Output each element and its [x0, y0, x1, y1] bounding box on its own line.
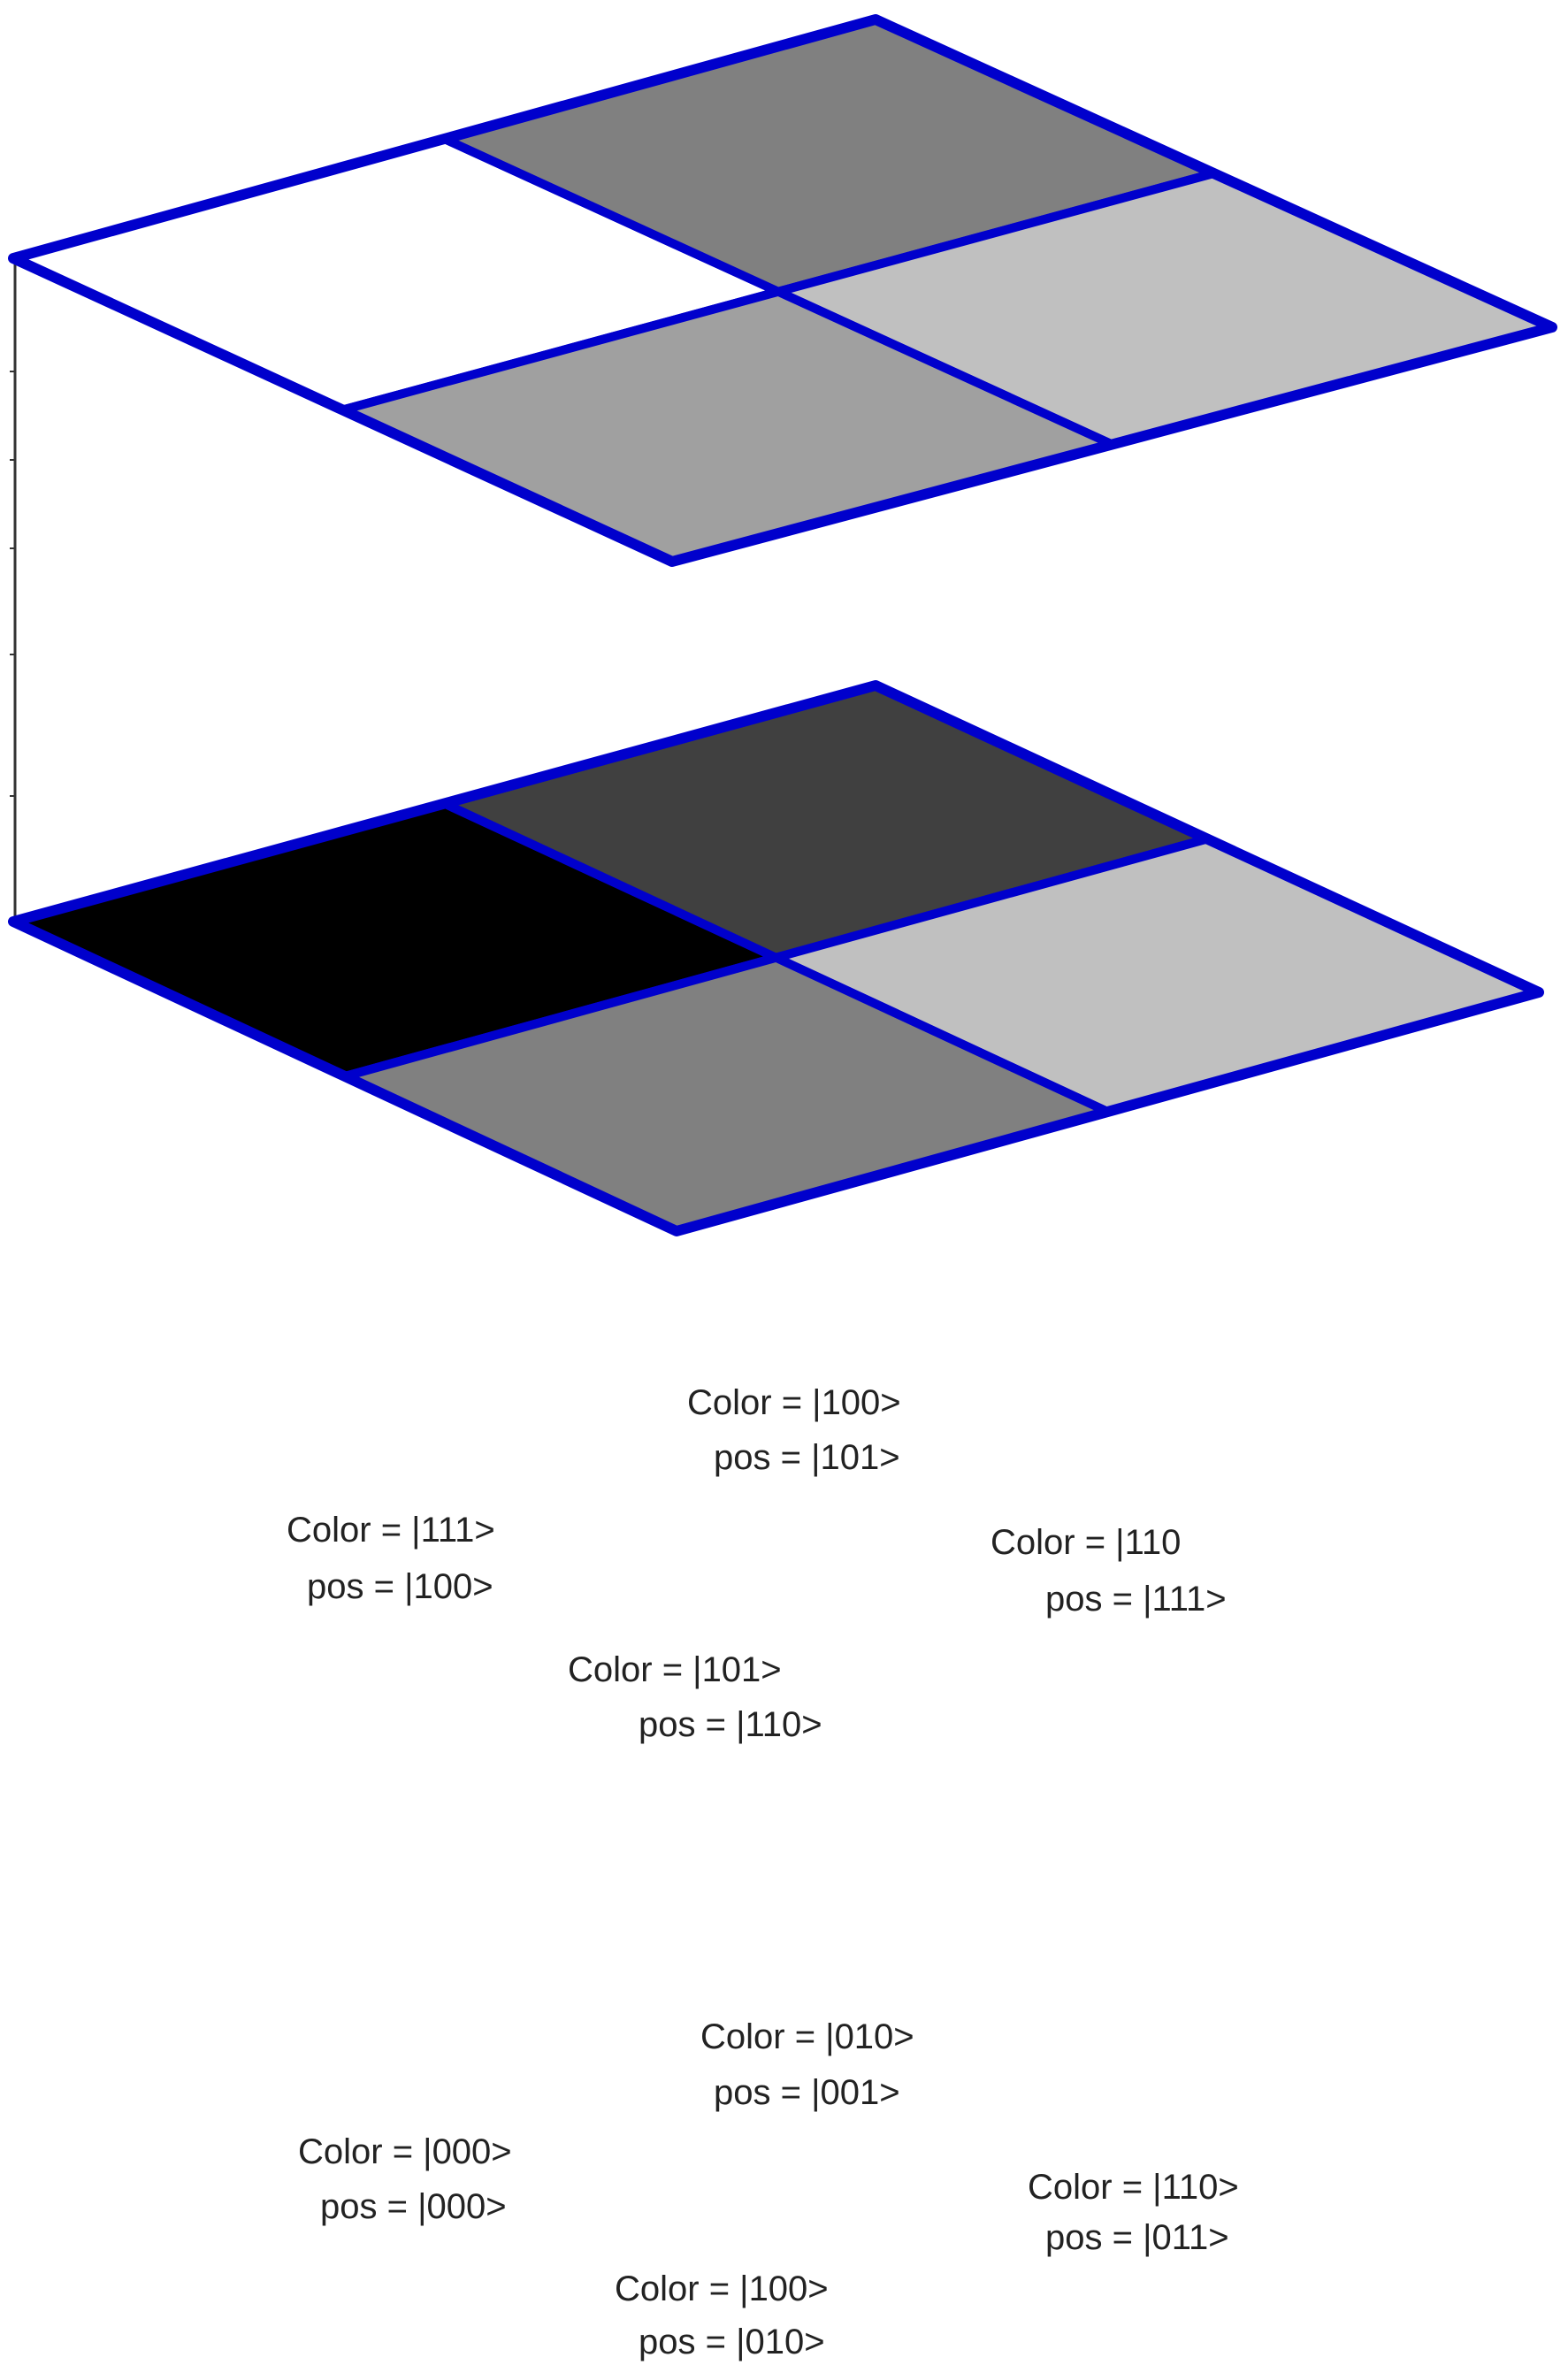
- pos-label: pos = |111>: [1035, 1576, 1237, 1622]
- upper-outline: [8, 14, 1557, 567]
- color-label: Color = |010>: [690, 2014, 925, 2060]
- upper-layer-grid: [8, 14, 1557, 567]
- lower-layer-grid: [8, 680, 1544, 1236]
- color-label: Color = |110>: [1017, 2164, 1250, 2210]
- pos-label: pos = |110>: [628, 1702, 833, 1748]
- color-label: Color = |000>: [287, 2129, 523, 2175]
- pos-label: pos = |100>: [296, 1564, 504, 1610]
- color-label: Color = |100>: [677, 1380, 912, 1426]
- lower-outline: [8, 680, 1544, 1236]
- vertical-axis: [10, 258, 17, 920]
- color-label: Color = |110: [980, 1519, 1192, 1565]
- quantum-image-diagram: Color = |111> pos = |100> Color = |100> …: [8, 14, 1557, 2360]
- color-label: Color = |101>: [557, 1647, 792, 1693]
- pos-label: pos = |101>: [703, 1435, 911, 1481]
- pos-label: pos = |001>: [703, 2070, 911, 2116]
- color-label: Color = |100>: [604, 2266, 839, 2312]
- pos-label: pos = |000>: [310, 2184, 517, 2230]
- layered-grid-svg: [8, 14, 1557, 1236]
- pos-label: pos = |010>: [628, 2319, 836, 2365]
- pos-label: pos = |011>: [1035, 2215, 1240, 2261]
- color-label: Color = |111>: [276, 1507, 506, 1553]
